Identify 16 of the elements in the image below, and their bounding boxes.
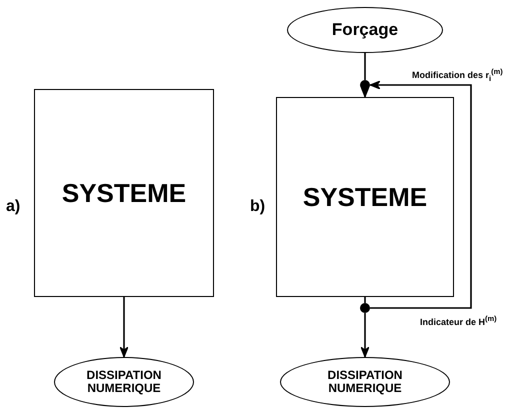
arrow bbox=[370, 80, 472, 309]
junction-dot bbox=[360, 80, 370, 90]
node-label: DISSIPATION NUMERIQUE bbox=[326, 368, 404, 396]
junction-dot bbox=[360, 303, 370, 313]
arrow bbox=[360, 86, 370, 98]
box-title: SYSTEME bbox=[62, 178, 186, 208]
edge-annotation: Indicateur de H$^{(m)}$ bbox=[420, 314, 497, 327]
box-title: SYSTEME bbox=[302, 182, 428, 212]
system-box bbox=[276, 97, 454, 297]
arrow bbox=[360, 313, 370, 358]
arrow bbox=[120, 297, 128, 358]
panel-label: b) bbox=[250, 198, 266, 216]
node-label: Forçage bbox=[332, 20, 398, 40]
system-box bbox=[34, 89, 214, 297]
node-label: DISSIPATION NUMERIQUE bbox=[86, 368, 162, 396]
panel-label: a) bbox=[6, 198, 20, 216]
